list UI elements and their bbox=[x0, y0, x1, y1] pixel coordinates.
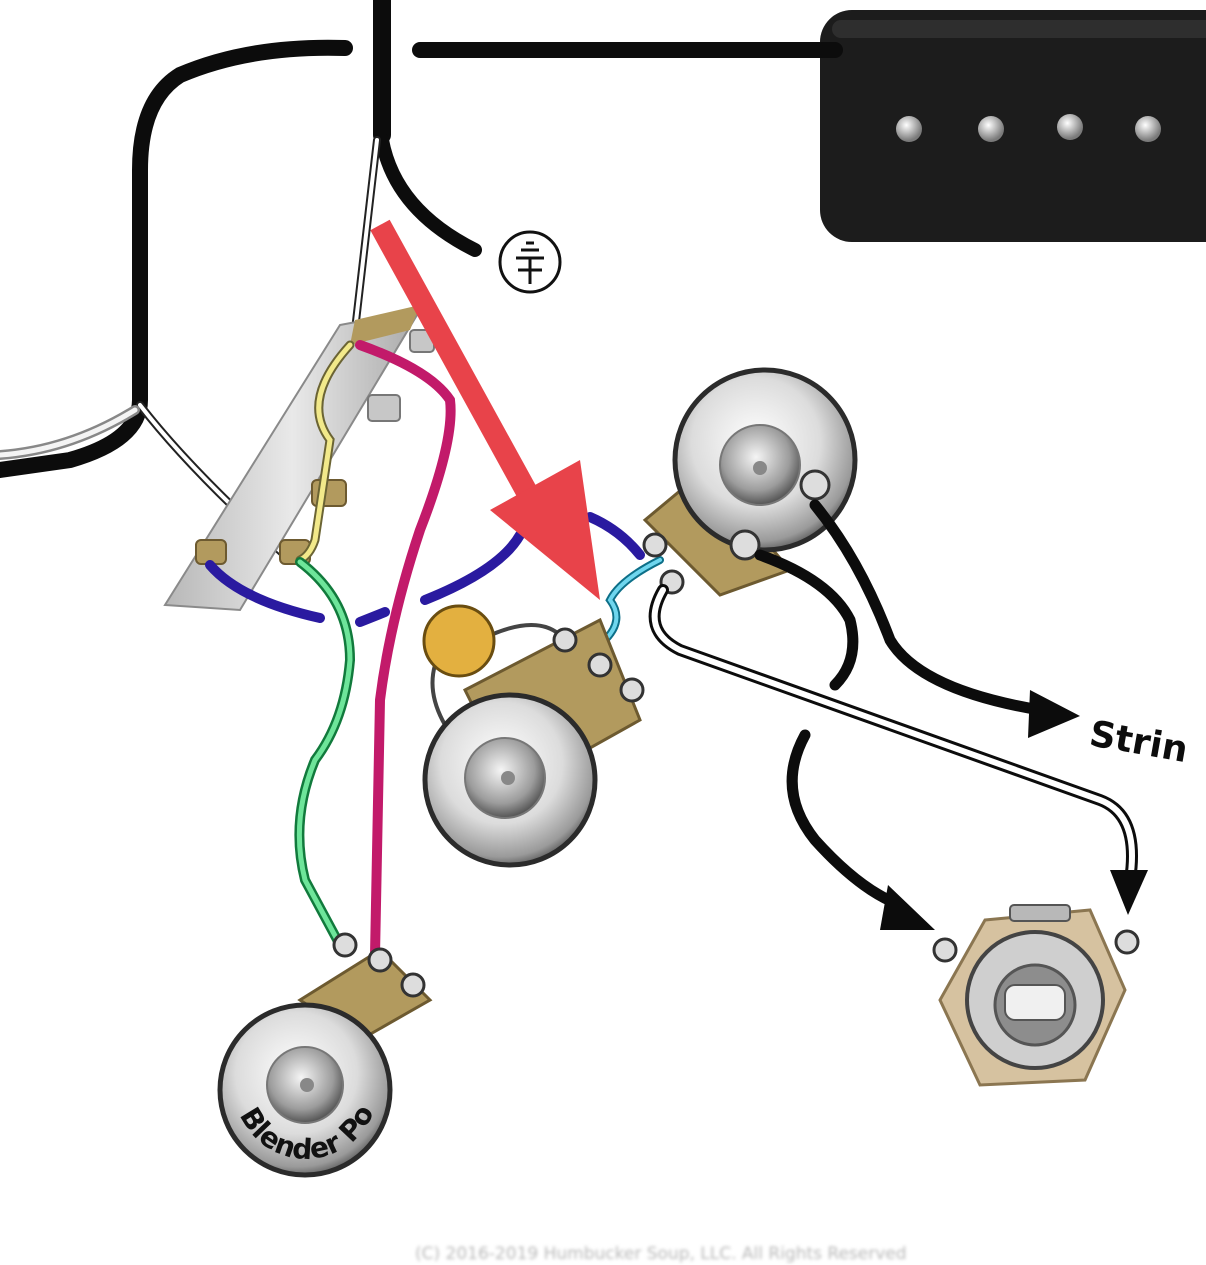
output-jack bbox=[932, 904, 1140, 1087]
p90-pickup bbox=[820, 10, 1206, 242]
wire-yellow bbox=[295, 340, 355, 565]
pole-piece bbox=[1057, 114, 1083, 140]
selector-switch bbox=[163, 305, 435, 612]
wire-white-to-jack-tip bbox=[648, 584, 1138, 886]
wire-black-to-jack-ground bbox=[786, 729, 906, 911]
wire-magenta bbox=[355, 340, 456, 960]
wire-green bbox=[294, 557, 356, 950]
ground-symbol-icon bbox=[498, 230, 562, 294]
volume-pot bbox=[642, 367, 858, 597]
pole-piece bbox=[896, 116, 922, 142]
strings-arrowhead bbox=[1028, 690, 1080, 738]
tone-pot bbox=[422, 617, 645, 868]
pole-piece bbox=[1135, 116, 1161, 142]
copyright-footer: (C) 2016-2019 Humbucker Soup, LLC. All R… bbox=[415, 1244, 907, 1264]
pickup-lead-wires bbox=[0, 0, 843, 478]
red-annotation-arrow bbox=[370, 219, 600, 600]
wire-purple bbox=[205, 512, 645, 627]
wire-black-to-strings bbox=[754, 499, 1046, 716]
strings-label: Strin bbox=[1086, 713, 1190, 771]
jack-tip-arrowhead bbox=[1110, 870, 1148, 915]
jack-ground-arrowhead bbox=[880, 885, 935, 930]
pole-piece bbox=[978, 116, 1004, 142]
